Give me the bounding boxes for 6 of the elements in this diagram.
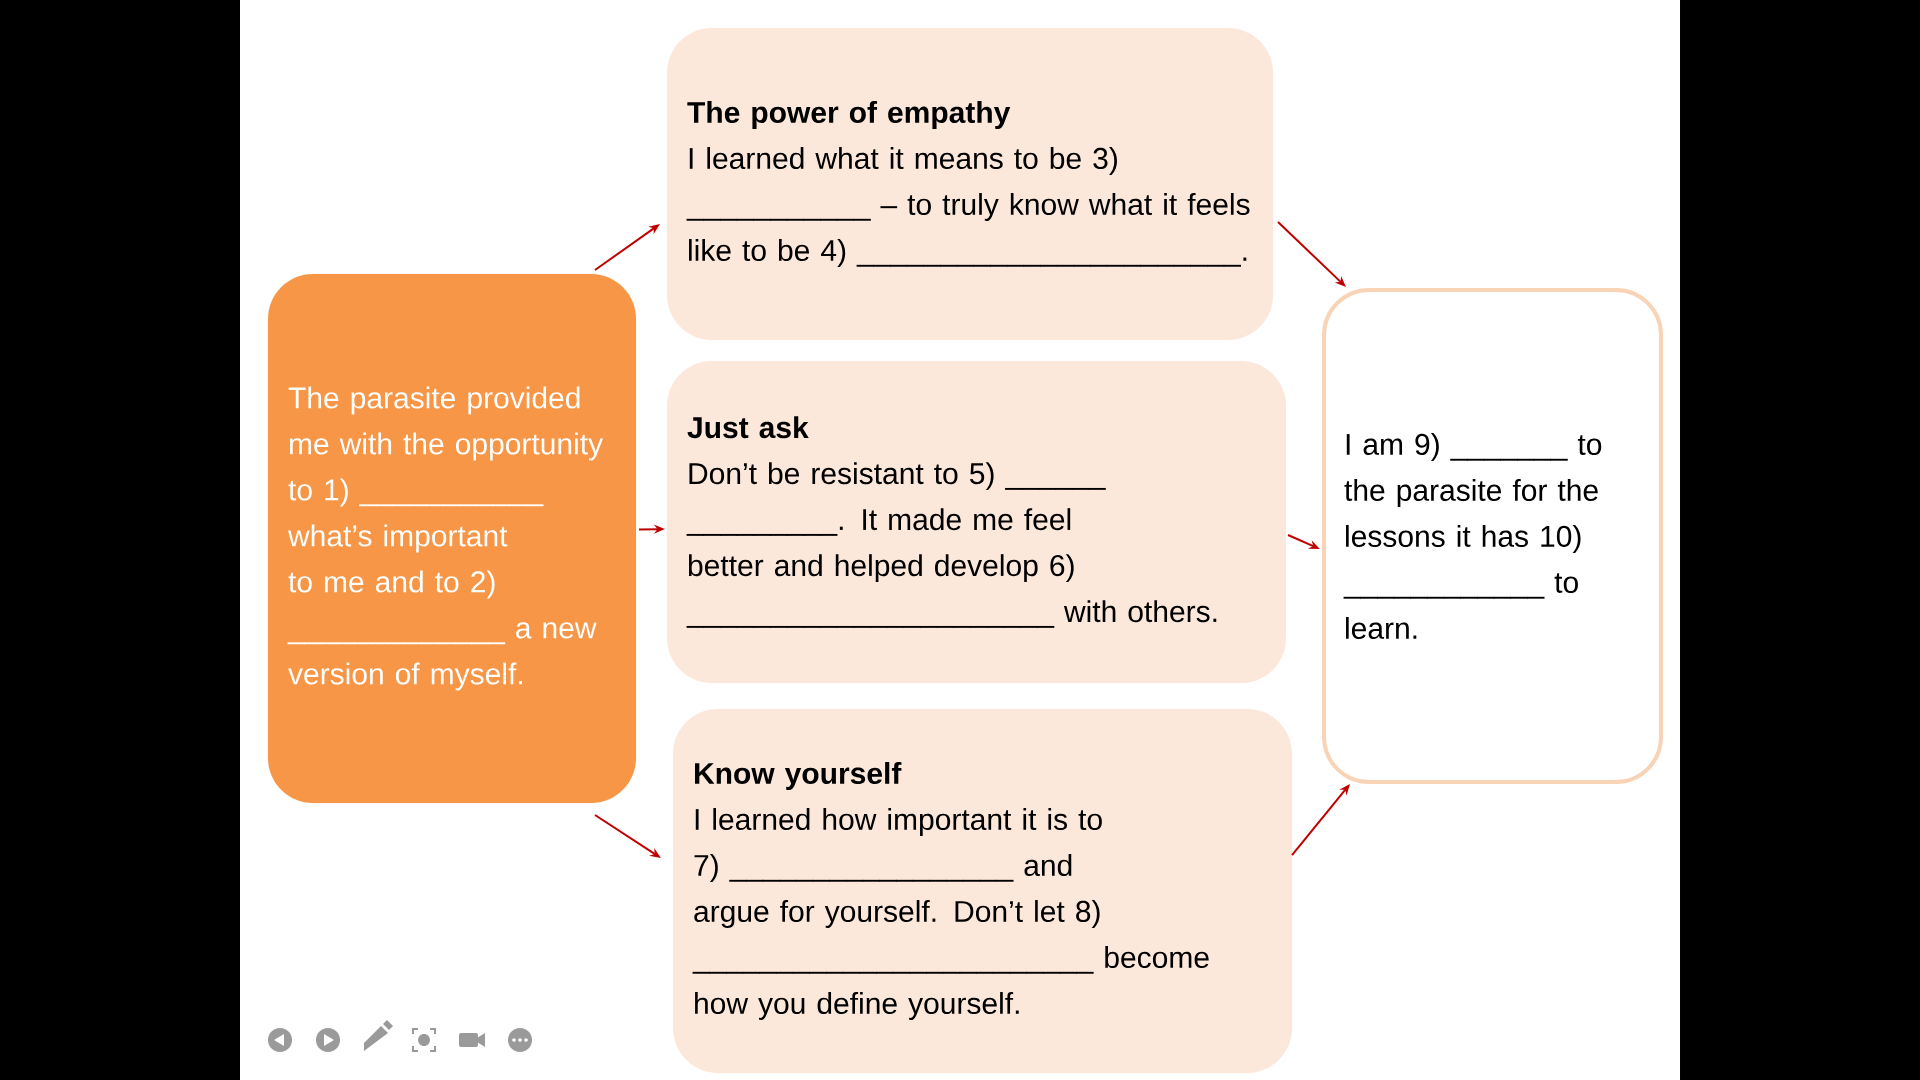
lesson-box: Just ask Don’t be resistant to 5) ______ _________. It made me feel better and helped develop 6) ______________________ with others. bbox=[666, 360, 1287, 684]
lesson-box: Know yourself I learned how important it is to 7) _________________ and argue for yourself. Don’t let 8) ________________________ become how you define yourself. bbox=[672, 708, 1293, 1074]
answer-box: I am 9) _______ to the parasite for the lessons it has 10) ____________ to learn. bbox=[1322, 288, 1663, 784]
arrow bbox=[1277, 221, 1346, 287]
intro-box: The parasite provided me with the opportunity to 1) ___________ what’s important to me and to 2) _____________ a new version of myself. bbox=[267, 273, 637, 804]
lesson-box: The power of empathy I learned what it means to be 3) ___________ – to truly know what it feels like to be 4) _______________________. bbox=[666, 27, 1274, 341]
